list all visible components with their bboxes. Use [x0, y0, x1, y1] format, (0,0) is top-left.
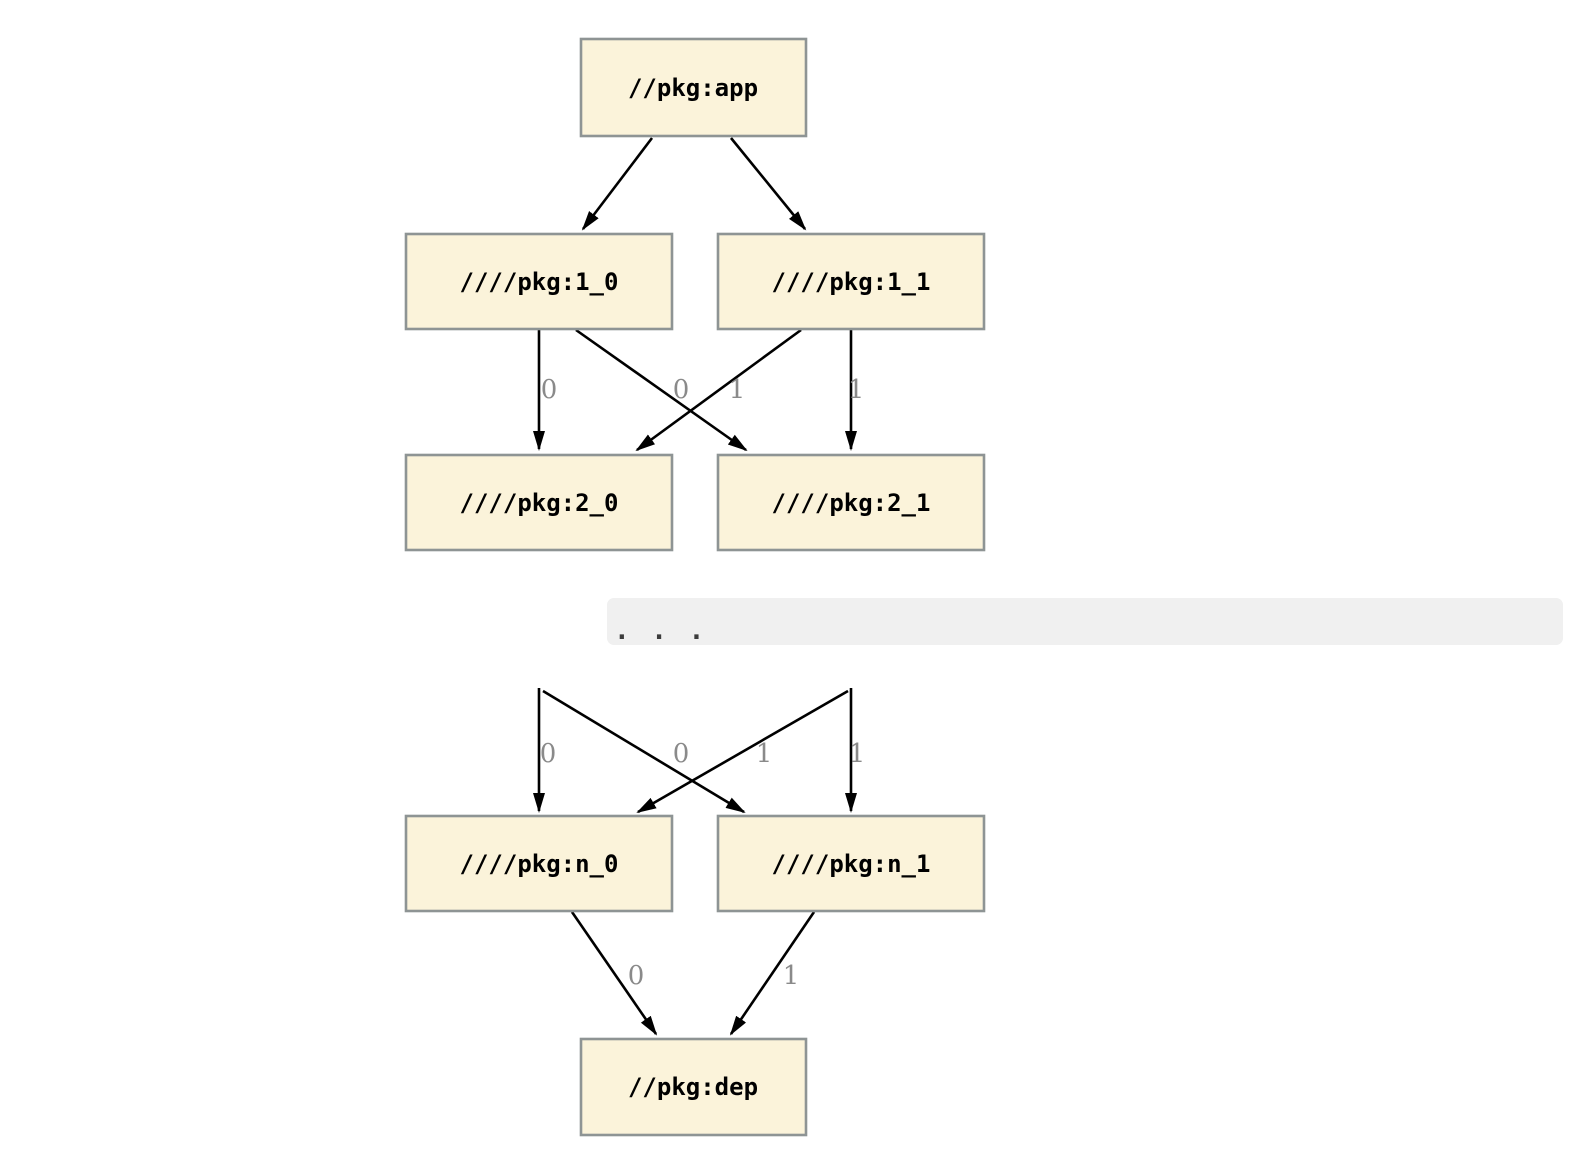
node-rect: [716, 232, 986, 331]
node-rect: [404, 453, 674, 552]
node-label: ////pkg:2_0: [460, 489, 619, 517]
node-rect: [404, 814, 674, 913]
node-1_0: ////pkg:1_0: [404, 232, 674, 331]
edge-label: 0: [540, 739, 557, 769]
edge-n_0-to-dep: [570, 911, 658, 1036]
edges: [533, 137, 857, 1036]
edge-n_1-to-dep: [729, 911, 816, 1036]
edge-elided-to-n_1-diagonal: [542, 689, 746, 814]
node-label: ////pkg:1_1: [772, 268, 931, 296]
node-label: ////pkg:n_1: [772, 850, 931, 878]
edge-label: 0: [673, 375, 690, 405]
edge-label: 1: [783, 961, 800, 991]
node-label: ////pkg:1_0: [460, 268, 619, 296]
edge-app-to-1_1: [729, 137, 807, 231]
edge-label: 1: [729, 375, 746, 405]
edge-1_1-to-2_0: [635, 328, 802, 452]
node-rect: [579, 1037, 808, 1137]
node-rect: [716, 814, 986, 913]
node-label: ////pkg:2_1: [772, 489, 931, 517]
node-1_1: ////pkg:1_1: [716, 232, 986, 331]
node-rect: [579, 37, 808, 138]
edge-label: 1: [849, 739, 866, 769]
node-2_1: ////pkg:2_1: [716, 453, 986, 552]
edge-1_0-to-2_1: [575, 328, 748, 452]
node-2_0: ////pkg:2_0: [404, 453, 674, 552]
edge-label: 0: [673, 739, 690, 769]
node-n_0: ////pkg:n_0: [404, 814, 674, 913]
edge-labels: 0 0 1 1 0 0 1 1 0 1: [540, 375, 866, 991]
node-label: //pkg:dep: [628, 1073, 758, 1101]
node-app: //pkg:app: [579, 37, 808, 138]
edge-label: 0: [628, 961, 645, 991]
node-label: ////pkg:n_0: [460, 850, 619, 878]
ellipsis-text: . . .: [614, 616, 707, 646]
node-n_1: ////pkg:n_1: [716, 814, 986, 913]
ellipsis-band: . . .: [607, 598, 1563, 646]
nodes: //pkg:app ////pkg:1_0 ////pkg:1_1 ////pk…: [404, 37, 986, 1137]
ellipsis-band-background: [607, 598, 1563, 645]
edge-elided-to-n_0-diagonal: [636, 689, 849, 814]
edge-label: 1: [756, 739, 773, 769]
node-label: //pkg:app: [628, 74, 758, 102]
node-rect: [716, 453, 986, 552]
edge-label: 1: [848, 375, 865, 405]
node-dep: //pkg:dep: [579, 1037, 808, 1137]
node-rect: [404, 232, 674, 331]
edge-app-to-1_0: [581, 137, 654, 231]
edge-label: 0: [541, 375, 558, 405]
